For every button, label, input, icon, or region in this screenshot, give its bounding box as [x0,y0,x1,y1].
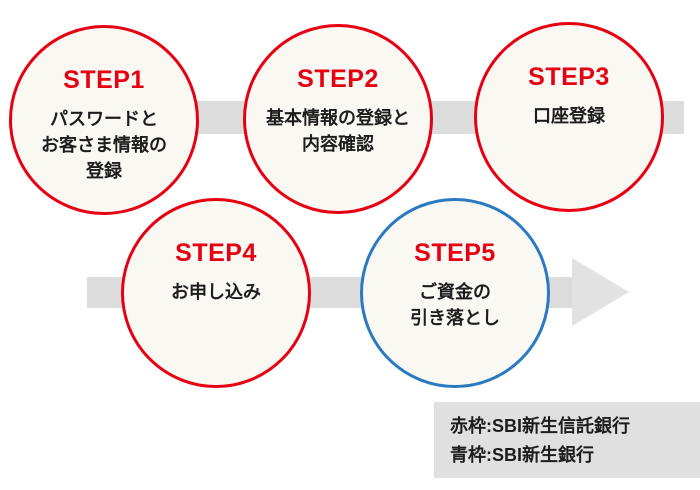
step5-description: ご資金の 引き落とし [410,279,500,331]
step2-text-line: 基本情報の登録と [266,108,410,128]
step3-description: 口座登録 [533,103,605,129]
step1-circle: STEP1 パスワードと お客さま情報の 登録 [9,25,199,215]
step4-text-line: お申し込み [171,282,261,302]
step4-circle: STEP4 お申し込み [121,198,311,388]
step2-text-line: 内容確認 [302,134,374,154]
step5-text-line: 引き落とし [410,308,500,328]
step1-text-line: 登録 [86,161,122,181]
step2-description: 基本情報の登録と 内容確認 [266,105,410,157]
step1-label: STEP1 [63,66,145,94]
legend-line-blue-frame: 青枠:SBI新生銀行 [450,445,594,465]
step1-text-line: お客さま情報の [41,135,167,155]
step3-text-line: 口座登録 [533,106,605,126]
step5-text-line: ご資金の [419,282,491,302]
legend: 赤枠:SBI新生信託銀行 青枠:SBI新生銀行 [434,402,700,478]
arrow-right-icon [572,258,629,326]
step3-circle: STEP3 口座登録 [474,22,664,212]
step3-label: STEP3 [528,63,610,91]
step5-circle: STEP5 ご資金の 引き落とし [360,198,550,388]
step2-label: STEP2 [297,65,379,93]
step2-circle: STEP2 基本情報の登録と 内容確認 [243,24,433,214]
legend-line-red-frame: 赤枠:SBI新生信託銀行 [450,416,630,436]
step5-label: STEP5 [414,239,496,267]
step4-label: STEP4 [175,239,257,267]
step4-description: お申し込み [171,279,261,305]
step1-text-line: パスワードと [50,109,158,129]
step1-description: パスワードと お客さま情報の 登録 [41,106,167,184]
